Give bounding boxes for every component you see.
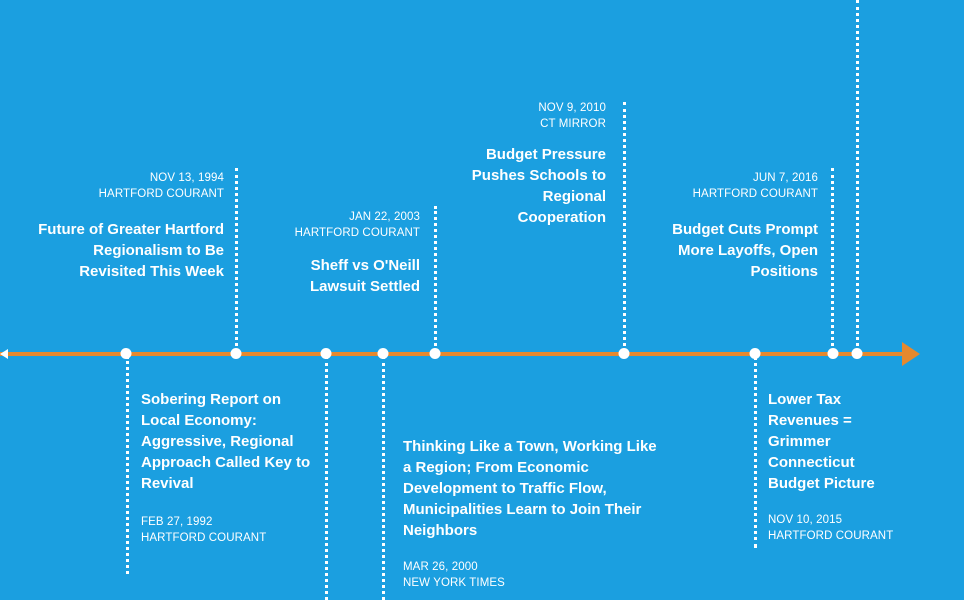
event-headline: Sheff vs O'Neill Lawsuit Settled [309, 257, 420, 295]
timeline-event-2016: JUN 7, 2016 HARTFORD COURANT Budget Cuts… [628, 170, 818, 290]
event-source: HARTFORD COURANT [98, 188, 224, 200]
connector-line [754, 356, 757, 548]
event-source: HARTFORD COURANT [294, 227, 420, 239]
timeline-event-2015: Lower Tax Revenues = Grimmer Connecticut… [768, 389, 918, 544]
timeline-event-2000: Thinking Like a Town, Working Like a Reg… [403, 436, 668, 591]
event-date: NOV 9, 2010 [538, 102, 606, 114]
timeline-dot [429, 348, 441, 359]
timeline-dot [377, 348, 389, 359]
event-source: HARTFORD COURANT [692, 188, 818, 200]
event-source: HARTFORD COURANT [768, 530, 894, 542]
timeline-event-1994: NOV 13, 1994 HARTFORD COURANT Future of … [34, 170, 224, 290]
connector-line [325, 356, 328, 600]
timeline-dot [827, 348, 839, 359]
connector-line [382, 356, 385, 600]
event-date: FEB 27, 1992 [141, 516, 213, 528]
event-headline: Thinking Like a Town, Working Like a Reg… [403, 438, 657, 539]
event-headline: Budget Cuts Prompt More Layoffs, Open Po… [672, 221, 818, 280]
event-source: NEW YORK TIMES [403, 577, 505, 589]
timeline-event-2010: NOV 9, 2010 CT MIRROR Budget Pressure Pu… [446, 100, 606, 236]
event-headline: Sobering Report on Local Economy: Aggres… [141, 391, 311, 492]
timeline-axis [0, 352, 906, 356]
timeline-dot [851, 348, 863, 359]
timeline-dot [618, 348, 630, 359]
timeline-event-2003: JAN 22, 2003 HARTFORD COURANT Sheff vs O… [230, 209, 420, 305]
connector-line [434, 206, 437, 352]
event-date: JUN 7, 2016 [752, 172, 818, 184]
timeline-dot [320, 348, 332, 359]
arrow-left-icon [0, 349, 8, 359]
connector-line [856, 0, 859, 352]
event-headline: Lower Tax Revenues = Grimmer Connecticut… [768, 391, 875, 492]
arrow-right-icon [902, 342, 920, 366]
timeline-dot [749, 348, 761, 359]
event-date: NOV 13, 1994 [149, 172, 224, 184]
event-headline: Budget Pressure Pushes Schools to Region… [471, 146, 606, 226]
event-date: JAN 22, 2003 [349, 211, 420, 223]
event-date: MAR 26, 2000 [403, 561, 478, 573]
event-source: HARTFORD COURANT [141, 532, 267, 544]
timeline-dot [230, 348, 242, 359]
timeline-event-1992: Sobering Report on Local Economy: Aggres… [141, 389, 311, 546]
connector-line [831, 168, 834, 352]
event-headline: Future of Greater Hartford Regionalism t… [38, 221, 224, 280]
connector-line [623, 102, 626, 352]
connector-line [235, 168, 238, 352]
event-date: NOV 10, 2015 [768, 514, 843, 526]
connector-line [126, 356, 129, 574]
timeline-dot [120, 348, 132, 359]
event-source: CT MIRROR [540, 118, 606, 130]
